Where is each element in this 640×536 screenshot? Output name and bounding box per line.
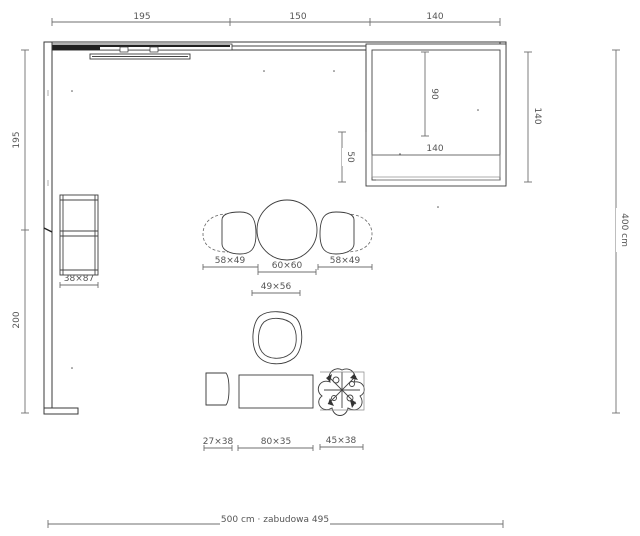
- marker-dots: [71, 70, 479, 369]
- dimension-bottom: 500 cm · zabudowa 495: [47, 512, 504, 528]
- dim-right-total-label: 400 cm: [619, 213, 629, 247]
- bed-width-label: 140: [426, 144, 443, 154]
- armchair-label: 49×56: [261, 282, 292, 292]
- dimension-left: 195 200: [10, 49, 29, 414]
- plant: [317, 368, 365, 416]
- door-swing: [43, 227, 53, 233]
- dimension-bed-side: 140: [524, 51, 542, 183]
- bed: 90 140: [365, 43, 507, 187]
- dim-top-mid-label: 150: [289, 12, 306, 22]
- shelf-unit: 38×87: [59, 194, 99, 288]
- pouf-label: 27×38: [203, 437, 234, 447]
- shelf-label: 38×87: [64, 274, 94, 284]
- table-label: 60×60: [272, 261, 303, 271]
- pouf: [205, 372, 230, 406]
- dimension-top: 195 150 140: [51, 9, 501, 26]
- dimension-right: 400 cm: [612, 49, 629, 414]
- plant-label: 45×38: [326, 436, 357, 446]
- dim-top-left-label: 195: [133, 12, 150, 22]
- bed-side-label: 140: [532, 107, 542, 124]
- bed-gap-label: 50: [345, 151, 355, 163]
- armchair: 49×56: [251, 282, 303, 365]
- chair-right-label: 58×49: [330, 256, 361, 266]
- dim-left-upper-label: 195: [12, 131, 22, 148]
- wall-lamp: [89, 46, 191, 60]
- dim-top-right-label: 140: [426, 12, 443, 22]
- round-table: [256, 199, 318, 261]
- bench-label: 80×35: [261, 437, 291, 447]
- dimension-bed-gap: 50: [338, 131, 355, 183]
- lounge-dimensions: 27×38 80×35 45×38: [203, 436, 364, 451]
- bench: [238, 374, 314, 409]
- dim-left-lower-label: 200: [12, 311, 22, 328]
- dining-set: 58×49 60×60 58×49: [202, 199, 373, 275]
- chair-left-label: 58×49: [215, 256, 246, 266]
- bed-depth-label: 90: [429, 88, 439, 100]
- dim-bottom-total-label: 500 cm · zabudowa 495: [221, 515, 329, 525]
